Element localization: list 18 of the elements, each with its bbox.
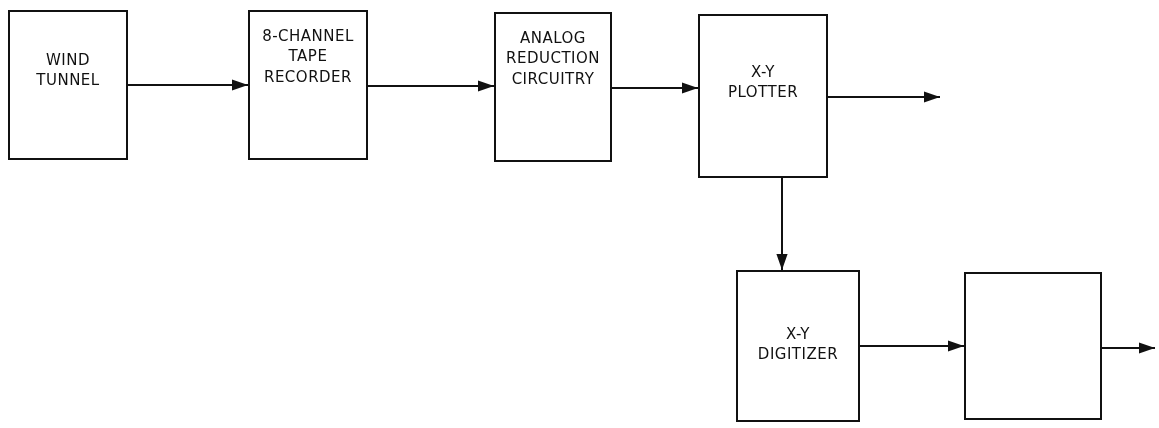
box-label: X-Y DIGITIZER — [756, 324, 840, 365]
arrow — [776, 177, 788, 271]
arrow — [367, 80, 495, 92]
arrow — [859, 340, 965, 352]
arrow — [127, 79, 249, 91]
process-box — [494, 12, 612, 162]
process-box — [736, 270, 860, 422]
process-box — [8, 10, 128, 160]
empty-box — [964, 272, 1102, 420]
box-label: WIND TUNNEL — [35, 50, 101, 91]
arrow — [827, 91, 941, 103]
arrow — [611, 82, 699, 94]
process-box — [248, 10, 368, 160]
process-box — [698, 14, 828, 178]
box-label: ANALOG REDUCTION CIRCUITRY — [505, 28, 601, 89]
arrow — [1101, 342, 1156, 354]
box-label: X-Y PLOTTER — [726, 62, 800, 103]
box-label: 8-CHANNEL TAPE RECORDER — [261, 26, 355, 87]
